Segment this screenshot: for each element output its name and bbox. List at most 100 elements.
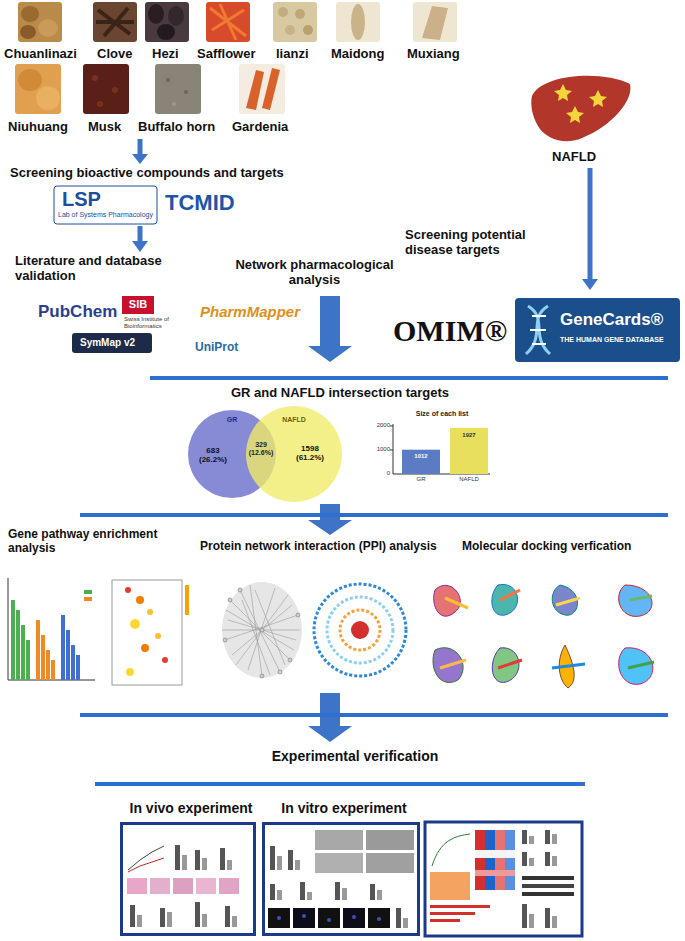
text-label: Screening potential disease targets: [405, 228, 570, 258]
docking-structure: [628, 662, 654, 668]
experiment-panel: In vitro experiment: [262, 822, 420, 936]
text-label: GR and NAFLD intersection targets: [150, 386, 530, 401]
enrichment-bar-thumbnail: [26, 640, 30, 680]
in-vitro-figure: [522, 830, 527, 844]
herb-photo: [21, 6, 39, 22]
ppi-network: [248, 588, 275, 670]
ppi-network: [226, 610, 294, 650]
ppi-circle-network: [314, 584, 406, 676]
enrichment-bar-thumbnail: [71, 645, 75, 680]
herb-photo: [15, 64, 61, 114]
ppi-network: [260, 628, 264, 632]
enrichment-bar-thumbnail: [8, 578, 95, 680]
in-vivo-figure: [167, 912, 172, 927]
in-vivo-figure: [220, 848, 225, 870]
enrichment-bar-thumbnail: [66, 630, 70, 680]
in-vitro-figure: [315, 853, 363, 873]
ppi-network: [222, 582, 302, 678]
herb-photo: [278, 7, 288, 17]
docking-structure: [434, 585, 461, 616]
ppi-circle-network: [327, 597, 393, 663]
in-vitro-figure: [377, 890, 382, 900]
text-label: Maidong: [331, 47, 384, 62]
herb-photo: [18, 2, 62, 42]
bar-chart: [390, 426, 393, 427]
flow-arrow: [132, 154, 148, 164]
in-vivo-figure: [182, 855, 187, 870]
text-label: Protein network interaction (PPI) analys…: [200, 540, 437, 554]
enrichment-dot-thumbnail: [147, 609, 153, 615]
in-vitro-figure: [268, 830, 414, 928]
logo-box: [122, 296, 154, 314]
in-vitro-figure: [425, 822, 582, 936]
liver-illustration: [589, 90, 607, 107]
logo-box: [72, 333, 152, 353]
enrichment-dot-thumbnail: [126, 668, 134, 676]
logo-box: [515, 298, 680, 362]
in-vivo-figure: [202, 914, 207, 927]
in-vitro-figure: [370, 884, 375, 900]
ppi-network: [238, 588, 242, 592]
herb-photo: [155, 64, 201, 114]
herb-photo: [157, 24, 175, 40]
docking-structure: [445, 598, 468, 608]
in-vitro-figure: [475, 830, 485, 890]
herb-photo: [413, 2, 457, 42]
in-vitro-figure: [352, 915, 356, 919]
text-label: LSP: [62, 188, 101, 211]
enrichment-dot-thumbnail: [162, 657, 168, 663]
herb-photo: [351, 4, 365, 40]
enrichment-bar-thumbnail: [46, 650, 50, 680]
herb-photo: [172, 102, 176, 106]
in-vitro-figure: [522, 904, 527, 928]
text-label: 1927: [450, 432, 488, 439]
enrichment-dot-thumbnail: [155, 633, 161, 639]
enrichment-bar-thumbnail: [16, 610, 20, 680]
in-vitro-figure: [335, 882, 340, 900]
text-label: UniProt: [195, 341, 238, 355]
herb-photo: [36, 86, 60, 110]
ppi-network: [223, 638, 227, 642]
herb-photo: [83, 64, 129, 114]
herb-photo: [97, 101, 103, 107]
enrichment-bar-thumbnail: [21, 625, 25, 680]
herb-photo: [96, 8, 134, 36]
in-vitro-figure: [302, 914, 306, 918]
text-label: OMIM®: [393, 314, 507, 349]
in-vitro-figure: [425, 822, 582, 936]
in-vitro-figure: [293, 908, 315, 928]
docking-structure: [500, 590, 520, 600]
in-vitro-figure: [270, 884, 275, 900]
in-vivo-figure: [195, 850, 200, 870]
docking-structure: [440, 660, 466, 668]
text-label: GR: [402, 476, 440, 483]
big-flow-arrow: [308, 504, 352, 535]
in-vitro-figure: [545, 908, 550, 928]
liver-illustration: [531, 76, 630, 141]
text-label: 0: [368, 470, 390, 477]
herb-photo: [273, 2, 317, 42]
in-vitro-figure: [430, 919, 460, 922]
ppi-network: [228, 598, 232, 602]
herb-photo: [112, 87, 118, 93]
ppi-circle-network: [314, 584, 406, 676]
text-label: Molecular docking verfication: [462, 540, 631, 554]
in-vitro-figure: [545, 830, 550, 844]
in-vitro-figure: [288, 850, 293, 870]
in-vitro-figure: [268, 908, 290, 928]
herb-photo: [38, 19, 58, 37]
in-vivo-figure: [227, 860, 232, 870]
docking-structure: [552, 664, 585, 668]
in-vivo-figure: [128, 846, 164, 870]
in-vitro-figure: [495, 830, 505, 890]
herb-photo: [273, 2, 317, 42]
text-label: Niuhuang: [8, 120, 68, 135]
in-vitro-figure: [307, 892, 312, 900]
text-label: SIB: [122, 298, 154, 311]
in-vivo-figure: [137, 915, 142, 927]
enrichment-dot-thumbnail: [136, 596, 144, 604]
in-vitro-figure: [342, 888, 347, 900]
enrichment-dot-thumbnail: [125, 587, 131, 593]
in-vivo-figure: [127, 878, 147, 894]
herb-photo: [206, 2, 250, 42]
